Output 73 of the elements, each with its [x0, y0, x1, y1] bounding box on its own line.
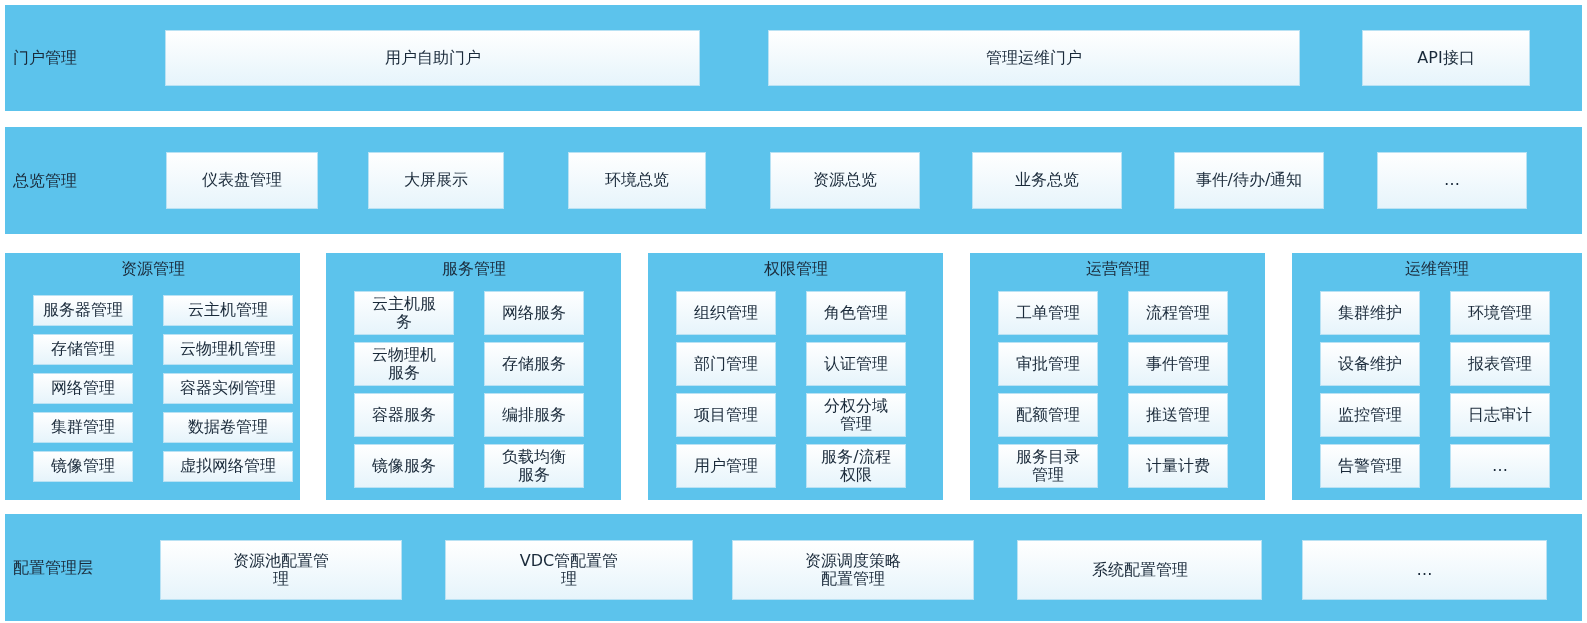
- module-box: 事件/待办/通知: [1174, 152, 1324, 209]
- module-box: 服务目录管理: [998, 444, 1098, 488]
- module-box: …: [1450, 444, 1550, 488]
- layer-title: 总览管理: [13, 170, 77, 192]
- module-box: 网络管理: [33, 373, 133, 404]
- module-box: 监控管理: [1320, 393, 1420, 437]
- module-box: 工单管理: [998, 291, 1098, 335]
- panel-title: 资源管理: [119, 259, 186, 280]
- module-box: API接口: [1362, 30, 1530, 86]
- module-box: 云物理机服务: [354, 342, 454, 386]
- module-box: 计量计费: [1128, 444, 1228, 488]
- module-panel: [648, 253, 943, 500]
- module-box: 网络服务: [484, 291, 584, 335]
- module-box: 云主机服务: [354, 291, 454, 335]
- module-box: 资源池配置管理: [160, 540, 402, 600]
- module-box: 服务器管理: [33, 295, 133, 326]
- module-box: 存储服务: [484, 342, 584, 386]
- module-box: 分权分域管理: [806, 393, 906, 437]
- module-box: 服务/流程权限: [806, 444, 906, 488]
- layer-band: [5, 127, 1582, 234]
- module-box: 日志审计: [1450, 393, 1550, 437]
- module-box: 部门管理: [676, 342, 776, 386]
- module-box: 推送管理: [1128, 393, 1228, 437]
- module-box: 用户自助门户: [165, 30, 700, 86]
- module-box: 大屏展示: [368, 152, 504, 209]
- module-box: 云主机管理: [163, 295, 293, 326]
- module-panel: [5, 253, 300, 500]
- module-box: 容器实例管理: [163, 373, 293, 404]
- module-panel: [970, 253, 1265, 500]
- module-box: 项目管理: [676, 393, 776, 437]
- module-box: 数据卷管理: [163, 412, 293, 443]
- layer-band: [5, 514, 1582, 621]
- module-box: 认证管理: [806, 342, 906, 386]
- module-box: …: [1302, 540, 1547, 600]
- module-box: 编排服务: [484, 393, 584, 437]
- module-box: 事件管理: [1128, 342, 1228, 386]
- module-box: 用户管理: [676, 444, 776, 488]
- module-box: VDC管配置管理: [445, 540, 693, 600]
- module-box: 组织管理: [676, 291, 776, 335]
- module-box: 角色管理: [806, 291, 906, 335]
- module-box: 镜像服务: [354, 444, 454, 488]
- module-box: 设备维护: [1320, 342, 1420, 386]
- module-box: 负载均衡服务: [484, 444, 584, 488]
- panel-title: 运营管理: [1084, 259, 1151, 280]
- module-panel: [326, 253, 621, 500]
- layer-band: [5, 5, 1582, 111]
- module-box: 资源调度策略配置管理: [732, 540, 974, 600]
- panel-title: 服务管理: [440, 259, 507, 280]
- module-box: 资源总览: [770, 152, 920, 209]
- layer-title: 配置管理层: [13, 557, 93, 579]
- module-box: 集群管理: [33, 412, 133, 443]
- module-box: 环境总览: [568, 152, 706, 209]
- module-box: 容器服务: [354, 393, 454, 437]
- module-box: 报表管理: [1450, 342, 1550, 386]
- layer-title: 门户管理: [13, 48, 77, 69]
- module-box: 虚拟网络管理: [163, 451, 293, 482]
- module-box: 仪表盘管理: [166, 152, 318, 209]
- module-box: 管理运维门户: [768, 30, 1300, 86]
- module-box: 告警管理: [1320, 444, 1420, 488]
- module-box: 集群维护: [1320, 291, 1420, 335]
- module-box: 流程管理: [1128, 291, 1228, 335]
- module-box: 系统配置管理: [1017, 540, 1262, 600]
- panel-title: 权限管理: [762, 259, 829, 280]
- module-box: 审批管理: [998, 342, 1098, 386]
- module-box: 配额管理: [998, 393, 1098, 437]
- panel-title: 运维管理: [1404, 259, 1470, 280]
- module-box: …: [1377, 152, 1527, 209]
- module-box: 环境管理: [1450, 291, 1550, 335]
- module-box: 存储管理: [33, 334, 133, 365]
- module-box: 云物理机管理: [163, 334, 293, 365]
- module-box: 镜像管理: [33, 451, 133, 482]
- module-box: 业务总览: [972, 152, 1122, 209]
- module-panel: [1292, 253, 1582, 500]
